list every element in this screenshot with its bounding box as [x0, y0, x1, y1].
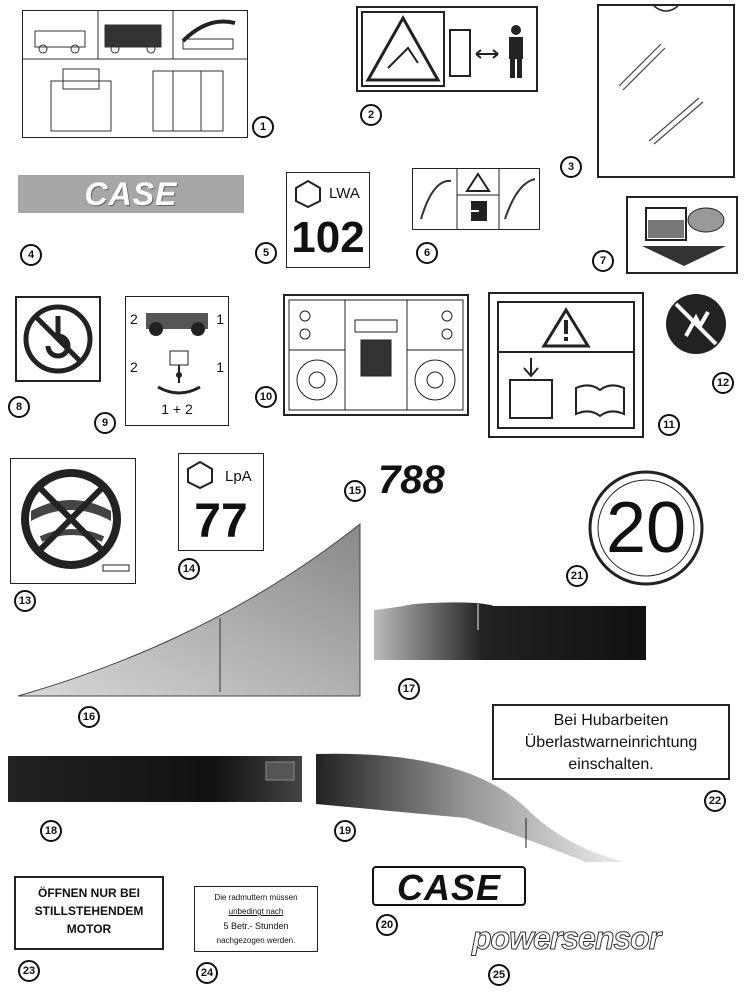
decal-24-wheel-nuts: Die radmuttern müssen unbedingt nach 5 B…	[194, 886, 318, 952]
machine-views-illustration	[23, 11, 247, 132]
lwa-value: 102	[291, 213, 365, 262]
d24-line-2: unbedingt nach	[228, 907, 284, 916]
callout-12: 12	[712, 372, 734, 394]
callout-25: 25	[488, 964, 510, 986]
swing-warning-pictogram	[420, 169, 536, 229]
decal-20-case-logo: CASE	[372, 866, 526, 908]
hexagon-icon	[187, 460, 213, 490]
read-manual-pictogram	[497, 301, 635, 429]
d9-top-right: 1	[216, 311, 224, 327]
decal-2-keep-distance	[356, 6, 538, 92]
no-hand-icon	[666, 294, 726, 354]
callout-21: 21	[566, 565, 588, 587]
callout-20: 20	[376, 914, 398, 936]
d23-line-2: STILLSTEHENDEM	[34, 904, 144, 918]
callout-9: 9	[94, 412, 116, 434]
callout-23: 23	[18, 960, 40, 982]
d23-line-3: MOTOR	[66, 922, 112, 936]
decal-3-clear-film	[597, 4, 735, 178]
d23-line-1: ÖFFNEN NUR BEI	[38, 886, 140, 900]
d22-line-1: Bei Hubarbeiten	[553, 712, 669, 729]
powersensor-logo: powersensor	[471, 920, 661, 957]
clear-film-outline	[618, 5, 704, 145]
callout-17: 17	[398, 678, 420, 700]
callout-2: 2	[360, 104, 382, 126]
callout-7: 7	[592, 250, 614, 272]
warning-distance-pictogram	[361, 11, 523, 87]
callout-24: 24	[196, 962, 218, 984]
model-number: 788	[378, 458, 445, 502]
decal-4-case-logo-stripe: CASE	[18, 175, 244, 213]
d24-line-1: Die radmuttern müssen	[214, 893, 298, 902]
decal-14-sound-pressure: LpA 77	[178, 453, 264, 551]
callout-3: 3	[560, 156, 582, 178]
callout-5: 5	[255, 242, 277, 264]
callout-14: 14	[178, 558, 200, 580]
d9-mid-left: 2	[130, 359, 138, 375]
callout-18: 18	[40, 820, 62, 842]
decal-22-overload-warning: Bei Hubarbeiten Überlastwarneinrichtung …	[492, 704, 730, 780]
decal-8-no-hooking	[15, 296, 101, 382]
no-hook-icon	[23, 304, 93, 374]
stabilizer-icon	[146, 313, 208, 336]
speed-limit-sign	[588, 470, 704, 586]
lever-icon	[157, 350, 201, 395]
d9-top-left: 2	[130, 311, 138, 327]
callout-8: 8	[8, 396, 30, 418]
fluid-container-pictogram	[642, 207, 726, 266]
case-outline-logo-text: CASE	[396, 867, 502, 908]
callout-22: 22	[704, 790, 726, 812]
no-standing-icon	[21, 469, 130, 572]
control-layout-diagram	[288, 299, 464, 411]
lwa-label: LWA	[329, 185, 360, 202]
d24-line-4: nachgezogen werden.	[216, 936, 296, 945]
case-logo-text: CASE	[84, 176, 178, 212]
lpa-value: 77	[194, 495, 248, 548]
hexagon-icon	[295, 179, 321, 209]
side-stripe-decals	[17, 522, 646, 697]
callout-1: 1	[252, 116, 274, 138]
decal-6-swing-warning	[412, 168, 540, 230]
decal-9-stabilizer-control: 2 1 2 1 1 + 2	[125, 296, 229, 426]
decal-1-machine-views	[22, 10, 248, 138]
callout-16: 16	[78, 706, 100, 728]
callout-11: 11	[658, 414, 680, 436]
callout-10: 10	[255, 386, 277, 408]
callout-6: 6	[416, 242, 438, 264]
d22-line-3: einschalten.	[568, 756, 654, 773]
front-stripe-decals	[8, 753, 626, 862]
d22-line-2: Überlastwarneinrichtung	[524, 734, 698, 751]
callout-15: 15	[344, 480, 366, 502]
decal-10-control-layout	[283, 294, 469, 416]
callout-13: 13	[14, 590, 36, 612]
speed-limit-value: 20	[605, 488, 687, 568]
lpa-label: LpA	[225, 468, 252, 485]
decal-11-read-manual	[488, 292, 644, 438]
d9-mid-right: 1	[216, 359, 224, 375]
callout-19: 19	[334, 820, 356, 842]
d24-line-3: 5 Betr.- Stunden	[223, 921, 289, 931]
decal-5-sound-power: LWA 102	[286, 172, 370, 268]
decal-13-no-standing	[10, 458, 136, 584]
decal-23-open-when-stopped: ÖFFNEN NUR BEI STILLSTEHENDEM MOTOR	[14, 876, 164, 950]
decal-7-fluid-disposal	[626, 196, 738, 274]
d9-bottom: 1 + 2	[161, 401, 193, 417]
callout-4: 4	[20, 244, 42, 266]
